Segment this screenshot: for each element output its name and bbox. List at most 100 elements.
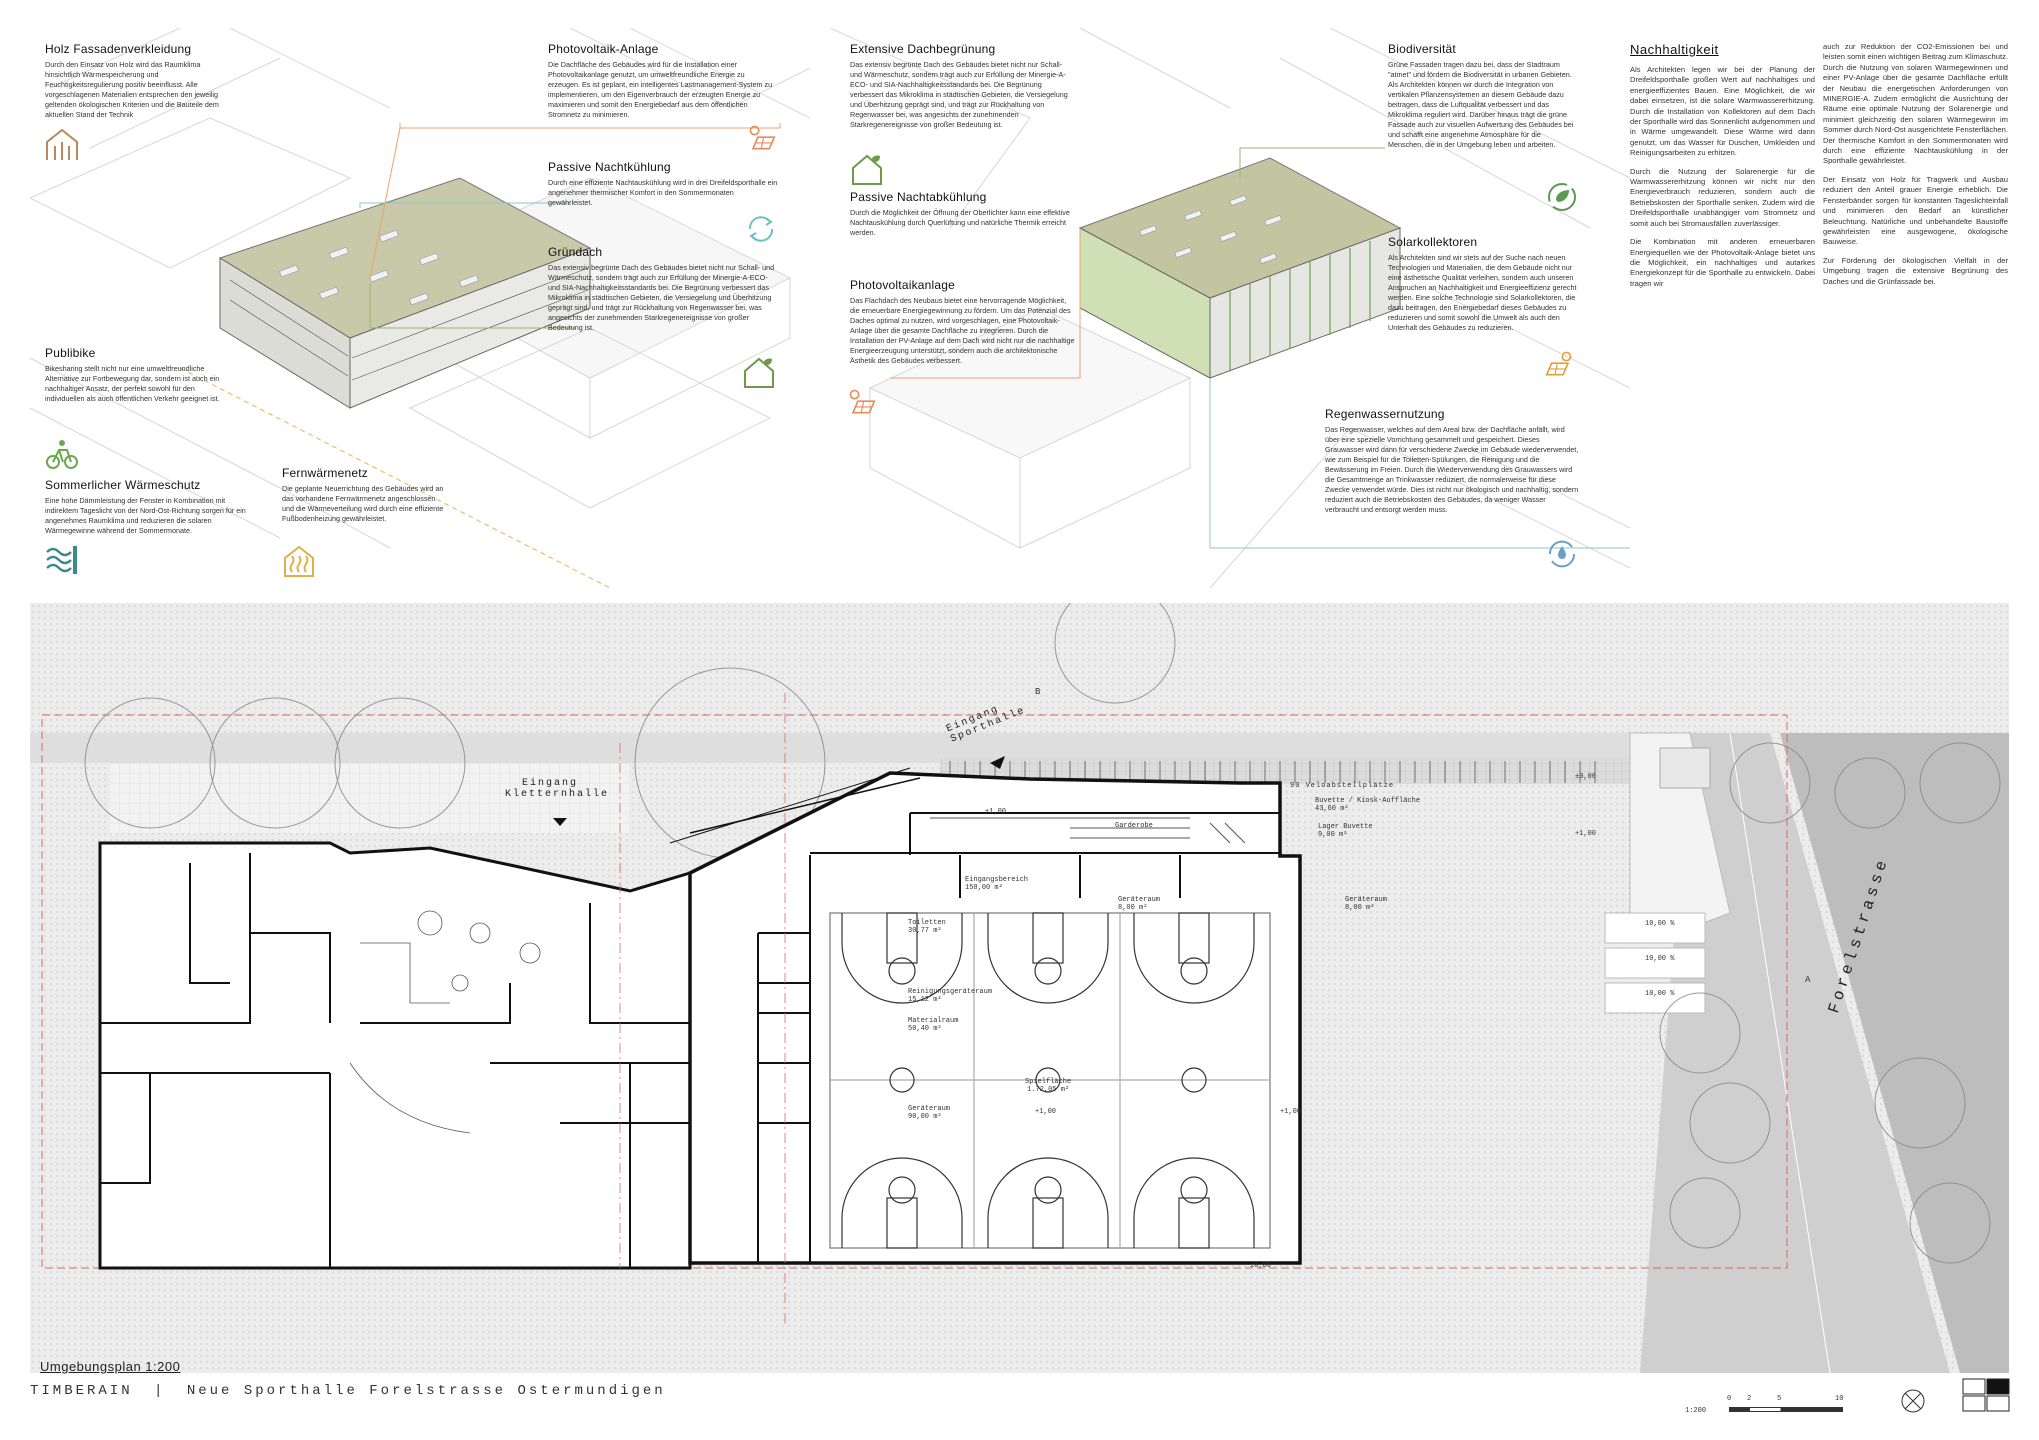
- trees: [84, 603, 2001, 1264]
- heat-shield-icon: [46, 546, 77, 574]
- room-material-area: 50,40 m²: [908, 1025, 942, 1033]
- room-buvette-name: Buvette / Kiosk-Auffläche: [1315, 797, 1421, 805]
- axonometric-left: [30, 28, 810, 588]
- block-title: Solarkollektoren: [1388, 235, 1478, 249]
- block-text: Das Regenwasser, welches auf dem Areal b…: [1325, 425, 1579, 514]
- parking-slope-2: 10,00 %: [1645, 955, 1675, 963]
- block-title: Regenwassernutzung: [1325, 407, 1445, 421]
- block-text: Als Architekten sind wir stets auf der S…: [1388, 253, 1577, 332]
- room-geraete-right-name: Geräteraum: [1345, 896, 1388, 904]
- scale-line: [1729, 1407, 1843, 1412]
- footer-title: TIMBERAIN | Neue Sporthalle Forelstrasse…: [30, 1383, 666, 1399]
- block-text: Durch eine effiziente Nachtauskühlung wi…: [548, 178, 778, 207]
- block-title: Sommerlicher Wärmeschutz: [45, 478, 201, 492]
- room-spielflaeche: Spielfläche 1.72,05 m²: [1025, 1078, 1071, 1094]
- block-title: Biodiversität: [1388, 42, 1456, 56]
- room-geraete-right-area: 8,00 m²: [1345, 904, 1375, 912]
- wood-icon: [46, 128, 78, 160]
- room-eingang-name: Eingangsbereich: [965, 876, 1029, 884]
- block-text: Die Dachfläche des Gebäudes wird für die…: [548, 60, 773, 119]
- plan-index-icon: [1962, 1378, 2010, 1412]
- north-arrow-icon: [1901, 1389, 1925, 1413]
- room-spielflaeche-name: Spielfläche: [1025, 1078, 1072, 1086]
- block-pv2: Photovoltaikanlage Das Flachdach des Neu…: [850, 278, 1075, 366]
- block-text: Das extensiv begrünte Dach des Gebäudes …: [850, 60, 1068, 129]
- basketball-courts: [829, 912, 1271, 1249]
- room-buvette: Buvette / Kiosk-Auffläche 43,60 m²: [1315, 797, 1420, 813]
- block-pv1: Photovoltaik-Anlage Die Dachfläche des G…: [548, 42, 778, 120]
- block-text: Das Flachdach des Neubaus bietet eine he…: [850, 296, 1075, 365]
- room-garderobe: Garderobe: [1115, 822, 1153, 830]
- room-buvette-area: 43,60 m²: [1315, 805, 1349, 813]
- solar-panel-icon: [749, 125, 776, 150]
- entrance-climbing-line1: Eingang: [521, 778, 578, 789]
- biodiversity-cycle-icon: [1548, 183, 1576, 211]
- scale-label: 1:200: [1685, 1407, 1707, 1415]
- section-marker-a: A: [1805, 975, 1811, 985]
- room-reinigung-area: 15,12 m²: [908, 996, 942, 1004]
- room-eingang-area: 158,00 m²: [965, 884, 1003, 892]
- block-text: Durch die Möglichkeit der Öffnung der Ob…: [850, 208, 1070, 237]
- block-regen: Regenwassernutzung Das Regenwasser, welc…: [1325, 407, 1580, 515]
- sustainability-p6: Zur Förderung der ökologischen Vielfalt …: [1823, 255, 2008, 286]
- rainwater-cycle-icon: [1548, 540, 1576, 568]
- sustainability-p4: auch zur Reduktion der CO2-Emissionen be…: [1823, 42, 2008, 166]
- scale-bar: 1:200 0 2 5 10: [1685, 1395, 1865, 1425]
- sustainability-title: Nachhaltigkeit: [1630, 42, 1719, 57]
- level-1: +1,00: [985, 808, 1007, 816]
- plan-title: Umgebungsplan 1:200: [40, 1359, 181, 1374]
- room-lager-name: Lager Buvette: [1318, 823, 1373, 831]
- sustainability-column-left: Nachhaltigkeit Als Architekten legen wir…: [1630, 42, 1815, 297]
- block-title: Publibike: [45, 346, 96, 360]
- cycle-arrows-icon: [748, 216, 774, 242]
- block-title: Gründach: [548, 245, 603, 259]
- block-title: Photovoltaikanlage: [850, 278, 956, 292]
- district-heating-icon: [284, 545, 314, 577]
- room-geraete-small-name: Geräteraum: [1118, 896, 1161, 904]
- block-title: Passive Nachtabkühlung: [850, 190, 987, 204]
- sustainability-p5: Der Einsatz von Holz für Tragwerk und Au…: [1823, 174, 2008, 247]
- block-title: Fernwärmenetz: [282, 466, 368, 480]
- level-3: ±0,00: [1575, 773, 1597, 781]
- level-5: ±0,00: [1250, 1262, 1272, 1270]
- block-title: Passive Nachtkühlung: [548, 160, 671, 174]
- scale-tick-5: 5: [1777, 1395, 1782, 1403]
- scale-tick-0: 0: [1727, 1395, 1732, 1403]
- sustainability-column-right: auch zur Reduktion der CO2-Emissionen be…: [1823, 42, 2008, 295]
- parking-slope-3: 10,00 %: [1645, 990, 1675, 998]
- entrance-arrow-climbing: [553, 818, 567, 826]
- sustainability-p2: Durch die Nutzung der Solarenergie für d…: [1630, 166, 1815, 228]
- room-geraete-right: Geräteraum 8,00 m²: [1345, 896, 1387, 912]
- sport-hall: [669, 767, 1302, 1265]
- block-text: Grüne Fassaden tragen dazu bei, dass der…: [1388, 60, 1574, 149]
- entrance-climbing-line2: Kletternhalle: [505, 789, 610, 800]
- block-title: Holz Fassadenverkleidung: [45, 42, 192, 56]
- room-geraete-area: 90,00 m²: [908, 1113, 942, 1121]
- room-spielflaeche-area: 1.72,05 m²: [1027, 1086, 1070, 1094]
- room-toiletten-area: 30,77 m²: [908, 927, 942, 935]
- block-title: Extensive Dachbegrünung: [850, 42, 996, 56]
- building-right: [1078, 157, 1402, 379]
- scale-tick-10: 10: [1835, 1395, 1844, 1403]
- room-geraete-small-area: 8,00 m²: [1118, 904, 1148, 912]
- block-fern: Fernwärmenetz Die geplante Neuerrichtung…: [282, 466, 447, 524]
- section-marker-b: B: [1035, 687, 1041, 697]
- site-boundary: [41, 714, 1788, 1269]
- title-divider: |: [154, 1383, 166, 1399]
- block-bio: Biodiversität Grüne Fassaden tragen dazu…: [1388, 42, 1578, 150]
- block-gruen: Gründach Das extensiv begrünte Dach des …: [548, 245, 778, 333]
- room-lager-area: 9,00 m²: [1318, 831, 1348, 839]
- entrance-climbing-label: Eingang Kletternhalle: [505, 778, 610, 800]
- block-text: Durch den Einsatz von Holz wird das Raum…: [45, 60, 219, 119]
- block-publibike: Publibike Bikesharing stellt nicht nur e…: [45, 346, 220, 404]
- room-reinigung: Reinigungsgeräteraum 15,12 m²: [908, 988, 992, 1004]
- site-plan: [30, 603, 2009, 1373]
- room-material: Materialraum 50,40 m²: [908, 1017, 958, 1033]
- axonometric-right: [830, 28, 1630, 588]
- solar-collector-icon: [1545, 351, 1572, 376]
- bike-parking-label: 90 Veloabstellplätze: [1290, 782, 1395, 790]
- block-nacht: Passive Nachtkühlung Durch eine effizien…: [548, 160, 778, 208]
- room-toiletten: Toiletten 30,77 m²: [908, 919, 946, 935]
- scale-tick-2: 2: [1747, 1395, 1752, 1403]
- room-toiletten-name: Toiletten: [908, 919, 946, 927]
